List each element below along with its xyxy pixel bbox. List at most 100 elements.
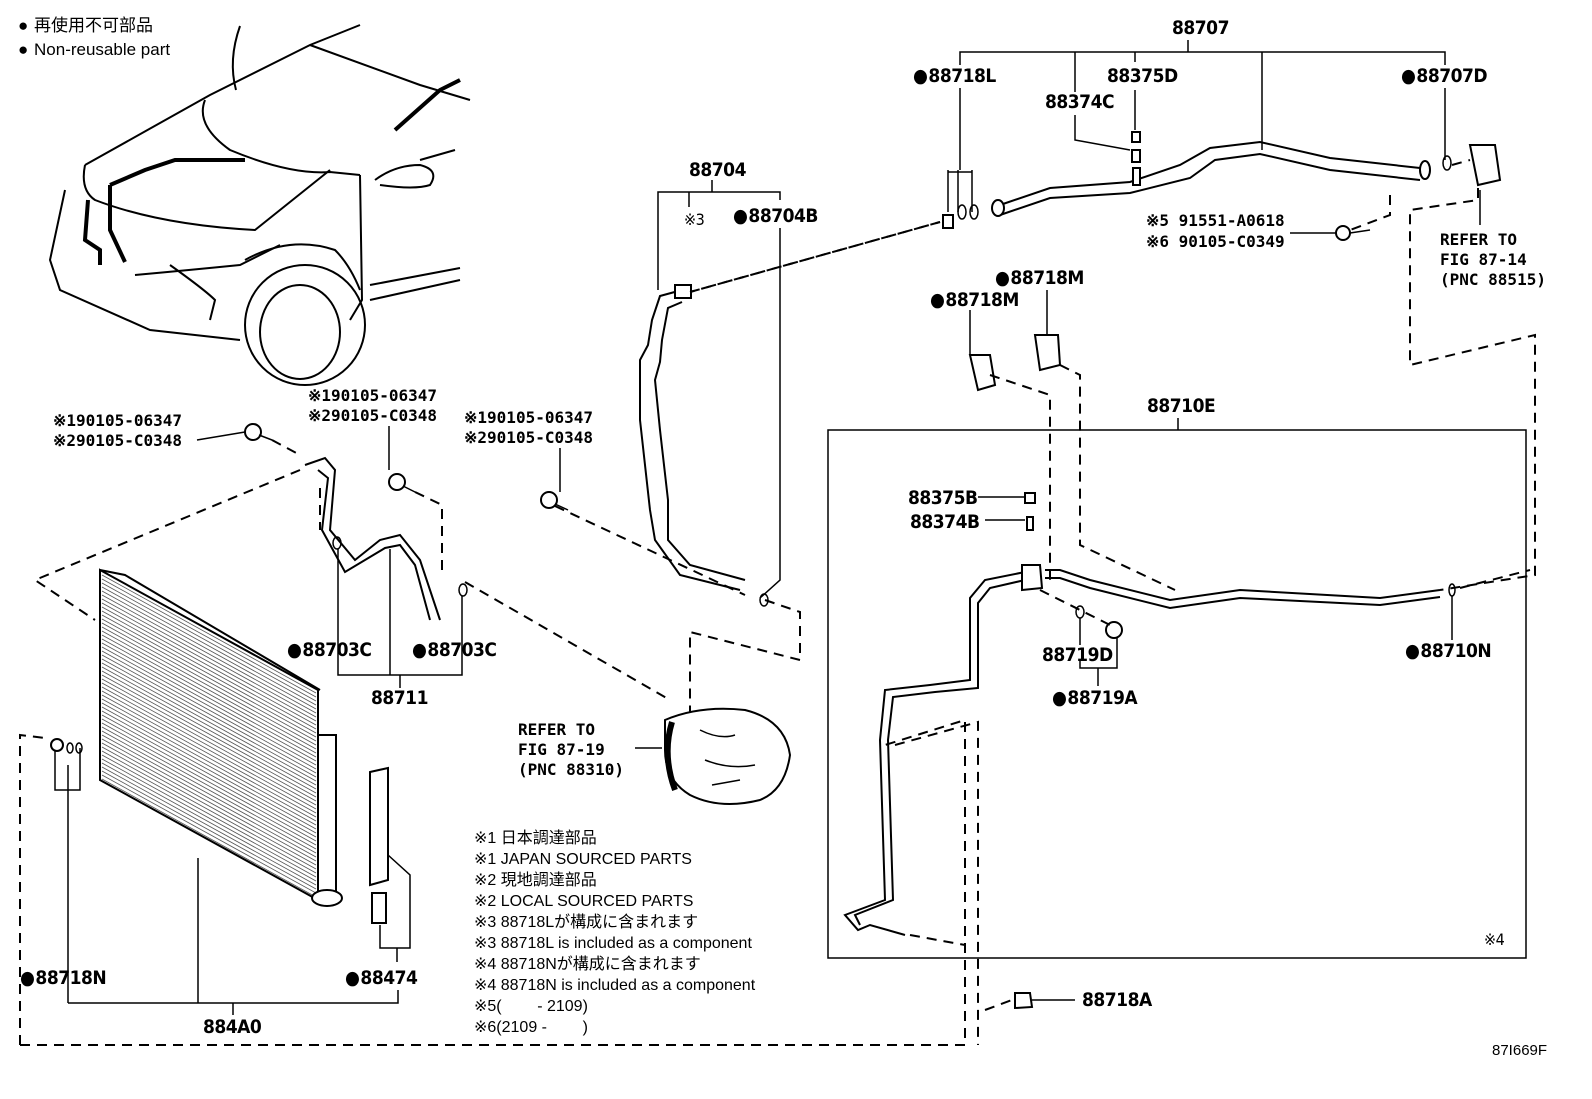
part-label-88711[interactable]: 88711 — [371, 687, 428, 709]
condenser-fin-line — [101, 666, 317, 786]
condenser-fin-line — [101, 730, 317, 850]
part-label-88375D[interactable]: 88375D — [1107, 65, 1178, 87]
part-label-88718M[interactable]: 88718M — [930, 290, 1019, 310]
condenser-fin-line — [101, 598, 317, 718]
part-label-88374C[interactable]: 88374C — [1045, 91, 1115, 113]
condenser-fin-line — [101, 582, 317, 702]
condenser-fin-line — [101, 610, 317, 730]
refer-fig-87-19[interactable]: REFER TO FIG 87-19 (PNC 88310) — [518, 720, 624, 779]
part-label-88707[interactable]: 88707 — [1172, 17, 1229, 39]
note-ref-4: ※4 — [1484, 930, 1505, 949]
condenser-fin-line — [101, 626, 317, 746]
hose-88704 — [554, 180, 941, 720]
footnote: ※1 日本調達部品 — [474, 830, 597, 847]
condenser-fin-line — [101, 590, 317, 710]
condenser-fin-line — [101, 766, 317, 886]
condenser-fin-line — [101, 710, 317, 830]
bolt-label-left-2[interactable]: ※290105-C0348 — [53, 431, 182, 450]
condenser-fin-line — [101, 778, 317, 898]
condenser-fin-line — [101, 722, 317, 842]
condenser-fin-line — [101, 774, 317, 894]
part-label-88703C[interactable]: 88703C — [287, 640, 372, 660]
bolt-label-right-2[interactable]: ※290105-C0348 — [464, 428, 593, 447]
condenser-884A0 — [19, 568, 966, 1046]
part-label-88718N[interactable]: 88718N — [20, 968, 106, 988]
condenser-fin-line — [101, 646, 317, 766]
condenser-fin-line — [101, 678, 317, 798]
footnote: ※4 88718N is included as a component — [474, 977, 756, 994]
vehicle-illustration — [48, 24, 471, 386]
refer-fig-87-14[interactable]: REFER TO FIG 87-14 (PNC 88515) — [1440, 230, 1546, 289]
condenser-fin-line — [101, 726, 317, 846]
part-label-88704B[interactable]: 88704B — [733, 206, 818, 226]
bracket-88707 — [947, 40, 1446, 212]
condenser-fin-line — [101, 650, 317, 770]
condenser-fin-line — [101, 742, 317, 862]
condenser-fin-line — [101, 670, 317, 790]
condenser-fin-line — [101, 714, 317, 834]
condenser-fin-line — [101, 690, 317, 810]
condenser-fin-line — [101, 634, 317, 754]
bolt-label-left-1[interactable]: ※190105-06347 — [53, 411, 182, 430]
bolt-label-91551-A0618[interactable]: ※5 91551-A0618 — [1146, 211, 1285, 230]
part-label-88719A[interactable]: 88719A — [1052, 688, 1137, 708]
bolt-label-90105-C0349[interactable]: ※6 90105-C0349 — [1146, 232, 1285, 251]
footnote: ※2 LOCAL SOURCED PARTS — [474, 893, 694, 910]
condenser-fin-line — [101, 694, 317, 814]
part-label-88375B[interactable]: 88375B — [908, 487, 978, 509]
condenser-fin-line — [101, 762, 317, 882]
part-label-88710E[interactable]: 88710E — [1147, 395, 1216, 417]
box-88710E — [827, 418, 1531, 1045]
condenser-fin-line — [101, 594, 317, 714]
footnotes: ※1 日本調達部品 ※1 JAPAN SOURCED PARTS ※2 現地調達… — [474, 828, 755, 1038]
condenser-fin-line — [101, 706, 317, 826]
clips-88718M — [968, 290, 1176, 591]
condenser-fin-line — [101, 578, 317, 698]
compressor — [635, 707, 792, 805]
part-label-88703C[interactable]: 88703C — [412, 640, 497, 660]
condenser-fin-line — [101, 754, 317, 874]
condenser-fin-line — [101, 662, 317, 782]
legend-non-reusable-en: Non-reusable part — [18, 38, 170, 62]
footnote: ※3 88718L is included as a component — [474, 935, 752, 952]
non-reusable-bullet-icon — [18, 16, 29, 35]
condenser-fin-line — [101, 698, 317, 818]
condenser-fin-line — [101, 614, 317, 734]
condenser-fin-line — [101, 642, 317, 762]
condenser-fin-line — [101, 654, 317, 774]
bolt-label-right-1[interactable]: ※190105-06347 — [464, 408, 593, 427]
bolt-label-mid-2[interactable]: ※290105-C0348 — [308, 406, 437, 425]
condenser-fin-line — [101, 622, 317, 742]
part-label-88718M[interactable]: 88718M — [995, 268, 1084, 288]
pipe-88707 — [689, 131, 1536, 591]
part-label-88474[interactable]: 88474 — [345, 968, 417, 988]
footnote: ※6(2109 - ) — [474, 1019, 588, 1036]
part-label-88704[interactable]: 88704 — [689, 159, 746, 181]
condenser-fin-line — [101, 750, 317, 870]
condenser-fin-line — [101, 686, 317, 806]
condenser-fin-line — [101, 738, 317, 858]
part-label-88718A[interactable]: 88718A — [1082, 989, 1152, 1011]
condenser-fin-line — [101, 574, 317, 694]
part-label-88707D[interactable]: 88707D — [1401, 66, 1487, 86]
part-label-88719D[interactable]: 88719D — [1042, 644, 1113, 666]
note-ref-3: ※3 — [684, 210, 705, 229]
footnote: ※3 88718Lが構成に含まれます — [474, 914, 699, 931]
part-label-884A0[interactable]: 884A0 — [203, 1016, 262, 1038]
condenser-fin-line — [101, 746, 317, 866]
footnote: ※4 88718Nが構成に含まれます — [474, 956, 701, 973]
part-label-88710N[interactable]: 88710N — [1405, 641, 1491, 661]
condenser-fin-line — [101, 618, 317, 738]
bolt-label-mid-1[interactable]: ※190105-06347 — [308, 386, 437, 405]
condenser-fin-line — [101, 674, 317, 794]
condenser-fin-line — [101, 770, 317, 890]
legend-non-reusable-jp: 再使用不可部品 — [18, 14, 153, 38]
condenser-fin-line — [101, 682, 317, 802]
part-label-88718L[interactable]: 88718L — [913, 66, 996, 86]
condenser-fin-line — [101, 734, 317, 854]
condenser-fin-line — [101, 702, 317, 822]
footnote: ※5( - 2109) — [474, 998, 588, 1015]
part-label-88374B[interactable]: 88374B — [910, 511, 980, 533]
footnote: ※2 現地調達部品 — [474, 872, 597, 889]
